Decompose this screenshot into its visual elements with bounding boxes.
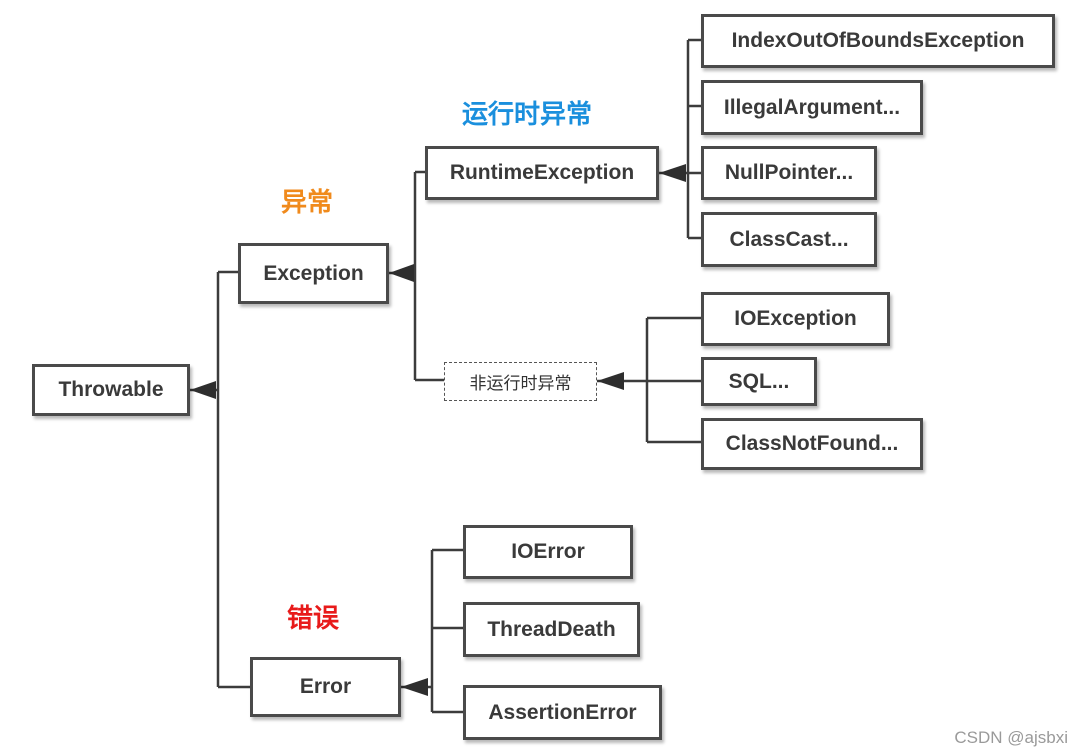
node-index-out-of-bounds: IndexOutOfBoundsException bbox=[701, 14, 1055, 68]
node-exception: Exception bbox=[238, 243, 389, 304]
node-runtime-exception: RuntimeException bbox=[425, 146, 659, 200]
node-illegal-argument: IllegalArgument... bbox=[701, 80, 923, 135]
node-non-runtime-exception: 非运行时异常 bbox=[444, 362, 597, 401]
node-sql: SQL... bbox=[701, 357, 817, 406]
label-runtime-exception: 运行时异常 bbox=[462, 100, 593, 130]
node-thread-death: ThreadDeath bbox=[463, 602, 640, 657]
node-null-pointer: NullPointer... bbox=[701, 146, 877, 200]
node-error: Error bbox=[250, 657, 401, 717]
node-io-error: IOError bbox=[463, 525, 633, 579]
label-error: 错误 bbox=[287, 604, 340, 634]
watermark: CSDN @ajsbxi bbox=[954, 728, 1068, 747]
label-exception: 异常 bbox=[281, 188, 334, 218]
node-io-exception: IOException bbox=[701, 292, 890, 346]
node-class-not-found: ClassNotFound... bbox=[701, 418, 923, 470]
node-class-cast: ClassCast... bbox=[701, 212, 877, 267]
node-throwable: Throwable bbox=[32, 364, 190, 416]
node-assertion-error: AssertionError bbox=[463, 685, 662, 740]
